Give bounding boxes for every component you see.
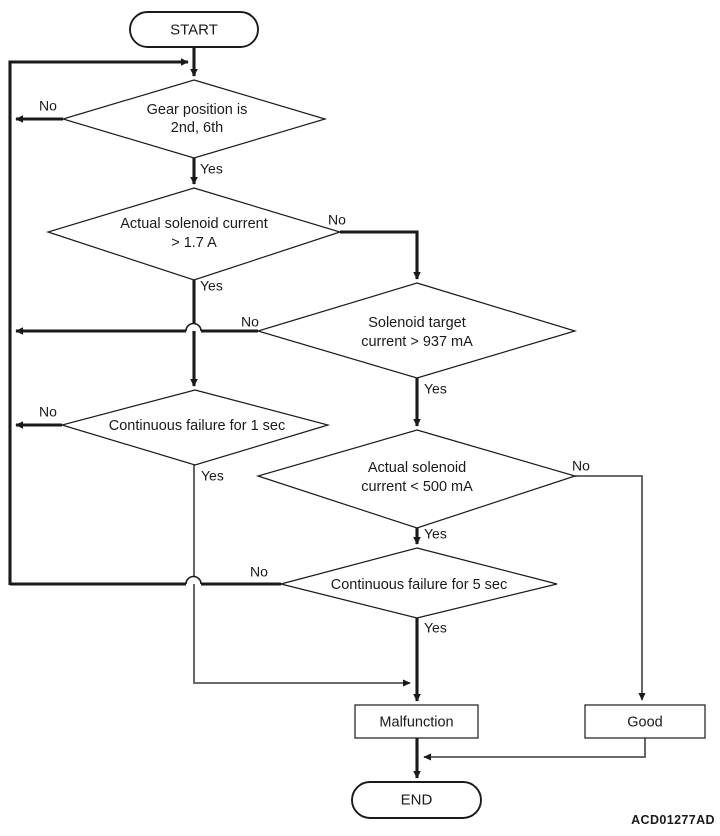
node-end: END (351, 781, 482, 819)
start-shape (129, 11, 259, 48)
node-continuous-failure-1-sec: Continuous failure for 1 sec (59, 389, 331, 466)
actual-current-lt-500ma-label-line2: current < 500 mA (361, 479, 473, 495)
connector-layer (8, 46, 646, 779)
edge-current500-no (575, 475, 646, 701)
actual-current-gt-1-7a-label-line2: > 1.7 A (171, 235, 217, 251)
continuous-failure-5-sec-shape (280, 547, 558, 619)
node-target-current-gt-937ma: Solenoid target current > 937 mA (255, 282, 578, 379)
actual-current-lt-500ma-label-line1: Actual solenoid (368, 460, 466, 476)
actual-current-gt-1-7a-label-line1: Actual solenoid current (120, 216, 268, 232)
edge-label-failure1-yes: Yes (201, 468, 224, 484)
reference-code: ACD01277AD (631, 813, 715, 827)
edge-label-current17-no: No (328, 212, 346, 228)
edge-current17-no (340, 230, 421, 280)
edge-label-current500-no: No (572, 458, 590, 474)
start-label: START (170, 21, 218, 38)
malfunction-shape (354, 704, 479, 739)
malfunction-label: Malfunction (379, 714, 453, 730)
good-label: Good (627, 714, 662, 730)
gear-position-shape (60, 79, 328, 159)
node-continuous-failure-5-sec: Continuous failure for 5 sec (280, 547, 558, 619)
node-good: Good (584, 704, 706, 739)
continuous-failure-1-sec-shape (59, 389, 331, 466)
gear-position-label-line2: 2nd, 6th (171, 120, 223, 136)
continuous-failure-5-sec-label: Continuous failure for 5 sec (331, 577, 508, 593)
edge-label-gear-no: No (39, 98, 57, 114)
node-actual-current-lt-500ma: Actual solenoid current < 500 mA (255, 429, 578, 529)
gear-position-label-line1: Gear position is (147, 102, 248, 118)
actual-current-lt-500ma-shape (255, 429, 578, 529)
edge-return-trunk (8, 58, 189, 585)
node-gear-position: Gear position is 2nd, 6th (60, 79, 328, 159)
target-current-gt-937ma-shape (255, 282, 578, 379)
node-malfunction: Malfunction (354, 704, 479, 739)
node-actual-current-gt-1-7a: Actual solenoid current > 1.7 A (46, 187, 342, 281)
continuous-failure-1-sec-label: Continuous failure for 1 sec (109, 418, 286, 434)
edge-failure1-yes (193, 465, 411, 687)
edge-label-gear-yes: Yes (200, 161, 223, 177)
good-shape (584, 704, 706, 739)
edge-label-current500-yes: Yes (424, 526, 447, 542)
line-hop-upper (185, 322, 202, 332)
edge-good-to-end (423, 737, 646, 761)
edge-label-failure5-no: No (250, 564, 268, 580)
target-current-gt-937ma-label-line1: Solenoid target (368, 315, 466, 331)
edge-label-failure1-no: No (39, 404, 57, 420)
end-label: END (401, 791, 433, 808)
line-hop-lower (185, 575, 202, 585)
edge-label-current17-yes: Yes (200, 278, 223, 294)
edge-label-target937-yes: Yes (424, 381, 447, 397)
target-current-gt-937ma-label-line2: current > 937 mA (361, 334, 473, 350)
actual-current-gt-1-7a-shape (46, 187, 342, 281)
node-start: START (129, 11, 259, 48)
edge-label-target937-no: No (241, 314, 259, 330)
edge-label-failure5-yes: Yes (424, 620, 447, 636)
end-shape (351, 781, 482, 819)
edge-label-layer: No Yes No Yes No Yes No Yes No Yes No Ye… (39, 98, 590, 636)
